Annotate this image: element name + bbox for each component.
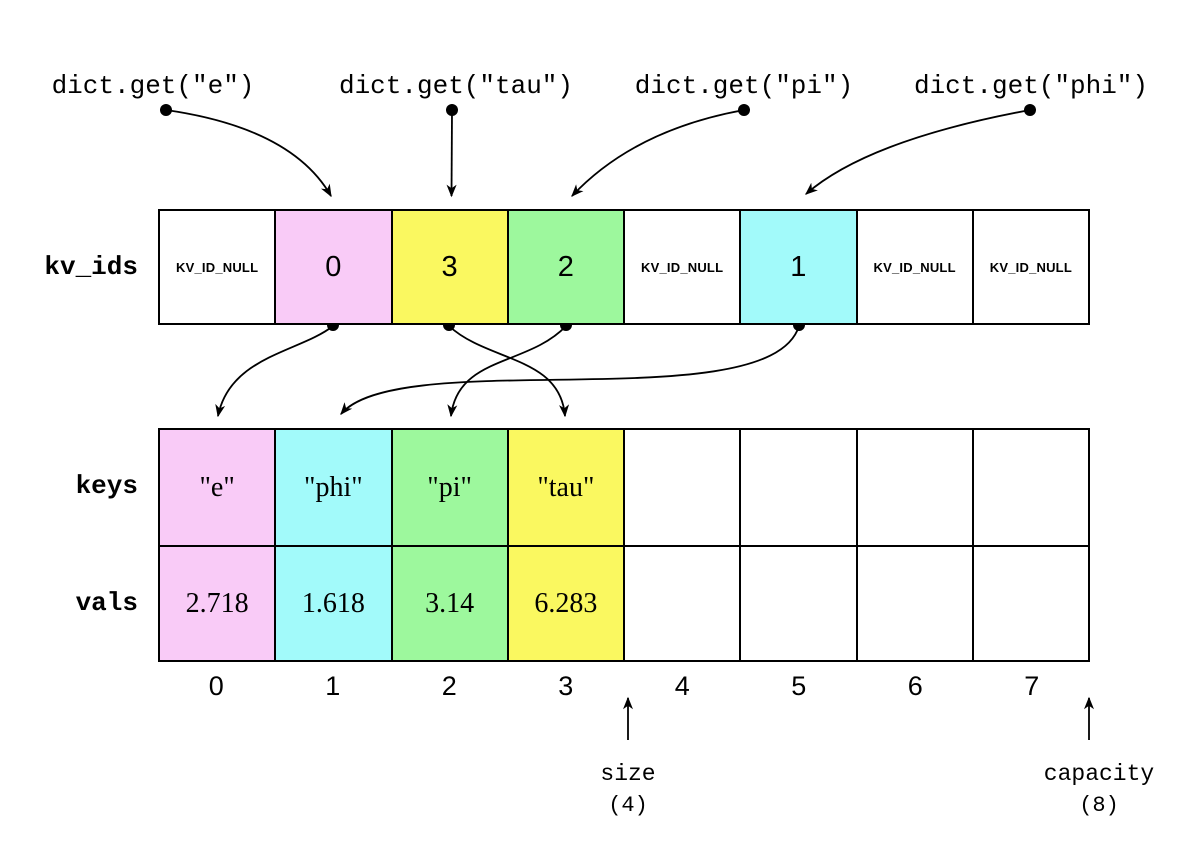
- call-get-tau: dict.get("tau"): [338, 71, 574, 101]
- keys-cell-4: [623, 430, 740, 545]
- vals-cell-0: 2.718: [160, 545, 275, 660]
- vals-cell-7: [971, 545, 1088, 660]
- keys-cell-5: [739, 430, 856, 545]
- keys-vals-table: "e" "phi" "pi" "tau" 2.718 1.618 3.14 6.…: [158, 428, 1090, 662]
- keys-cell-1: "phi": [274, 430, 391, 545]
- index-label-2: 2: [441, 671, 457, 701]
- index-label-3: 3: [558, 671, 574, 701]
- keys-cell-7: [971, 430, 1088, 545]
- kv-ids-cell-2: 3: [390, 211, 507, 323]
- call-get-e: dict.get("e"): [51, 71, 255, 101]
- kv-ids-array: KV_ID_NULL 0 3 2 KV_ID_NULL 1 KV_ID_NULL…: [158, 209, 1090, 325]
- size-value: (4): [608, 793, 648, 818]
- vals-row: 2.718 1.618 3.14 6.283: [160, 545, 1088, 660]
- keys-row: "e" "phi" "pi" "tau": [160, 430, 1088, 545]
- arrow-get-phi-to-kvids: [805, 109, 1031, 195]
- kv-ids-cell-5: 1: [739, 211, 856, 323]
- arrow-kvid2-to-keys2: [447, 325, 567, 418]
- arrow-get-e-to-kvids: [165, 109, 332, 198]
- index-label-7: 7: [1024, 671, 1040, 701]
- vals-cell-4: [623, 545, 740, 660]
- vals-row-label: vals: [75, 588, 138, 618]
- dot-get-phi: [1024, 104, 1036, 116]
- keys-cell-3: "tau": [506, 430, 623, 545]
- keys-cell-6: [855, 430, 972, 545]
- call-get-pi: dict.get("pi"): [634, 71, 854, 101]
- index-label-6: 6: [907, 671, 923, 701]
- dot-get-pi: [738, 104, 750, 116]
- size-annotation: size (4): [600, 759, 655, 821]
- keys-row-label: keys: [75, 471, 138, 501]
- keys-cell-0: "e": [160, 430, 275, 545]
- index-label-4: 4: [674, 671, 690, 701]
- index-label-5: 5: [791, 671, 807, 701]
- vals-cell-3: 6.283: [506, 545, 623, 660]
- dot-get-e: [160, 104, 172, 116]
- capacity-value: (8): [1079, 793, 1119, 818]
- vals-cell-5: [739, 545, 856, 660]
- arrow-get-pi-to-kvids: [571, 109, 745, 197]
- capacity-label: capacity: [1043, 761, 1155, 787]
- kv-ids-cell-7: KV_ID_NULL: [971, 211, 1088, 323]
- call-get-phi: dict.get("phi"): [913, 71, 1149, 101]
- kv-ids-cell-6: KV_ID_NULL: [855, 211, 972, 323]
- vals-cell-2: 3.14: [390, 545, 507, 660]
- vals-cell-6: [855, 545, 972, 660]
- kv-ids-cell-0: KV_ID_NULL: [160, 211, 275, 323]
- capacity-annotation: capacity (8): [1044, 759, 1154, 821]
- vals-cell-1: 1.618: [274, 545, 391, 660]
- arrow-kvid0-to-keys0: [215, 325, 334, 418]
- slot-indices: 0 1 2 3 4 5 6 7: [158, 671, 1090, 702]
- kv-ids-row-label: kv_ids: [44, 252, 138, 282]
- kv-ids-cell-4: KV_ID_NULL: [623, 211, 740, 323]
- kv-ids-cell-3: 2: [506, 211, 623, 323]
- kv-ids-cell-1: 0: [274, 211, 391, 323]
- dot-get-tau: [446, 104, 458, 116]
- arrow-kvid1-to-keys1: [340, 325, 800, 415]
- keys-cell-2: "pi": [390, 430, 507, 545]
- arrow-kvid3-to-keys3: [448, 325, 570, 418]
- index-label-1: 1: [325, 671, 341, 701]
- index-label-0: 0: [208, 671, 224, 701]
- size-label: size: [600, 761, 656, 787]
- arrow-get-tau-to-kvids: [446, 111, 457, 198]
